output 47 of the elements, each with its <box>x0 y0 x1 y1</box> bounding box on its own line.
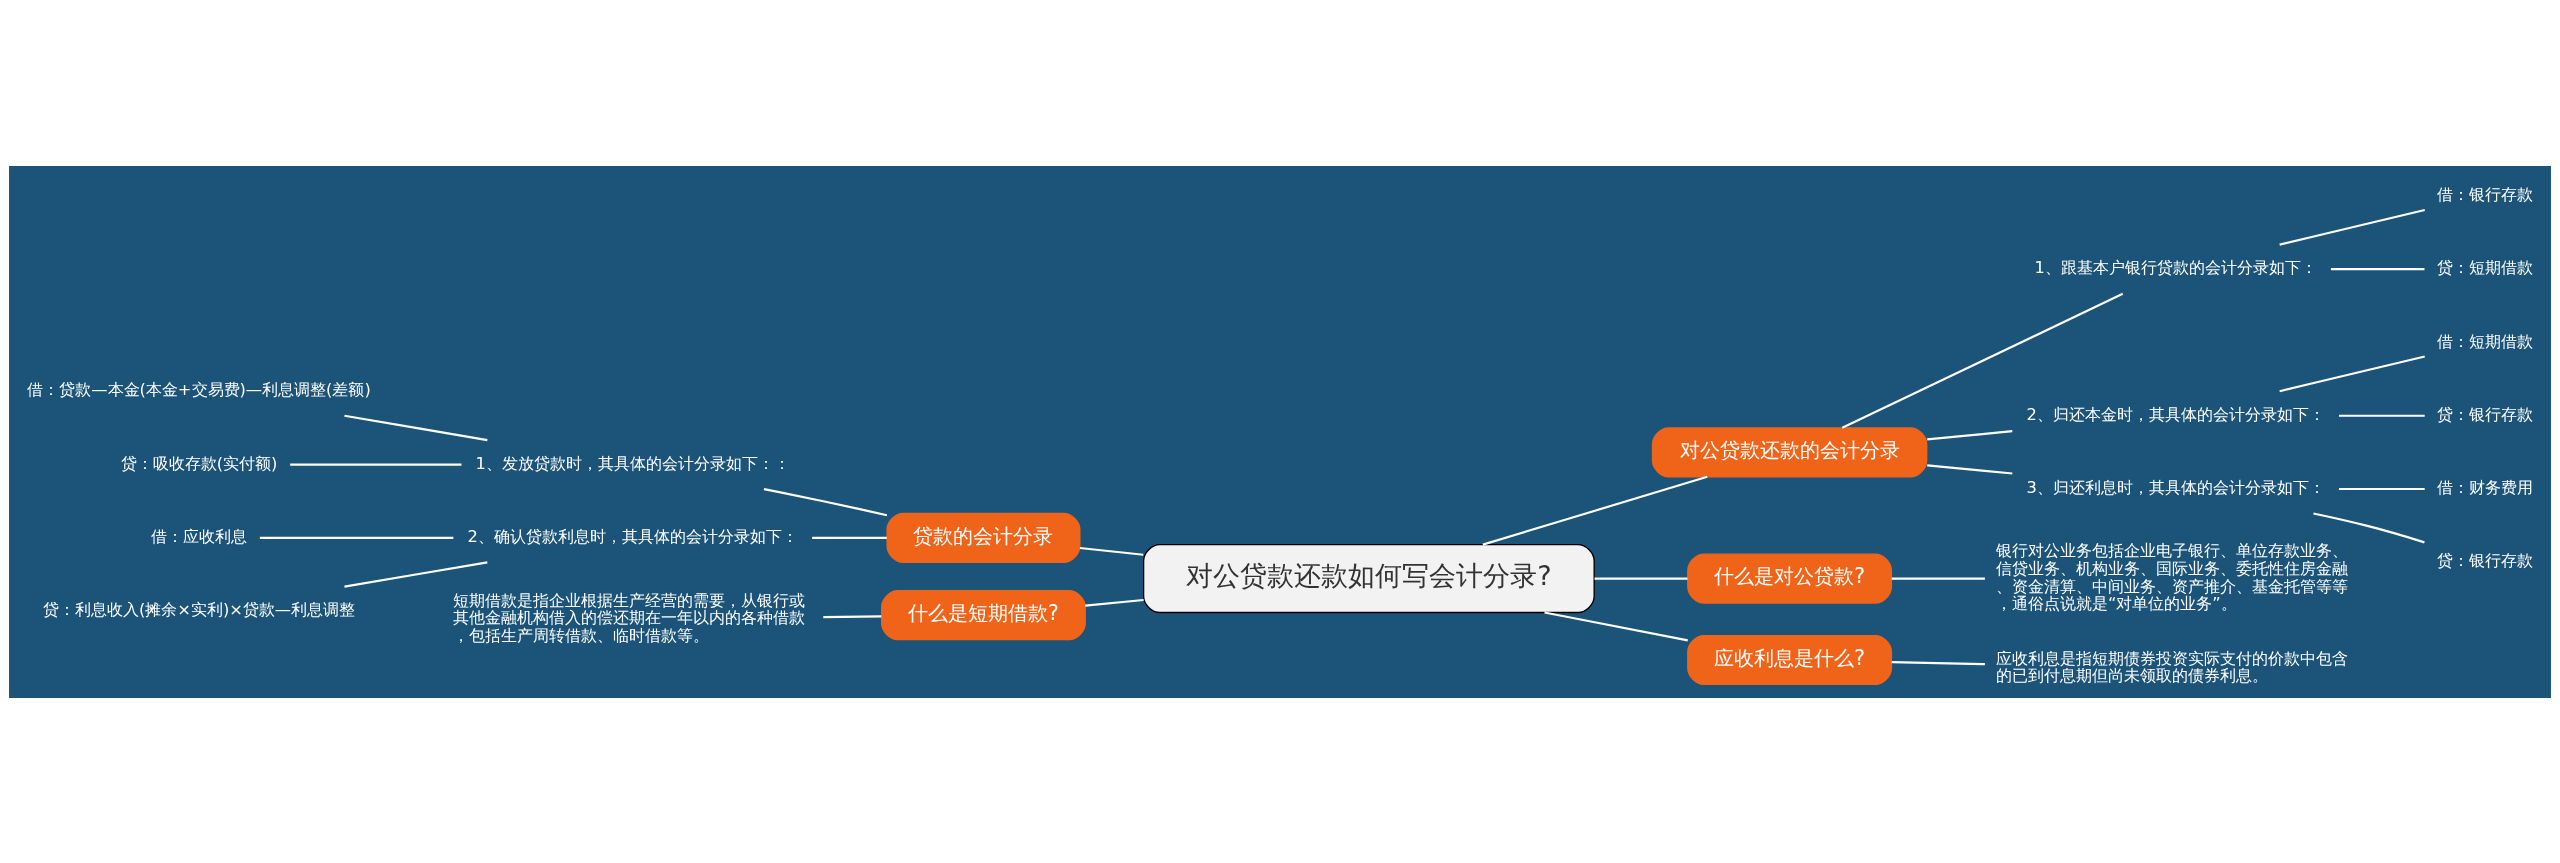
node-box: 对公贷款还款的会计分录 <box>1651 426 1928 477</box>
node-text: 1、发放贷款时，其具体的会计分录如下：： <box>475 453 790 473</box>
connector <box>2338 414 2425 417</box>
node-text: 贷：吸收存款(实付额) <box>120 453 278 473</box>
connector <box>2338 487 2425 490</box>
node-text: 借：短期借款 <box>2437 331 2534 351</box>
connector <box>1544 610 1688 641</box>
node-text: 短期借款是指企业根据生产经营的需要，从银行或其他金融机构借入的偿还期在一年以内的各种借款，包括生产周转借款、临时借款等。 <box>452 590 805 645</box>
connector <box>812 536 887 539</box>
connector <box>1927 429 2013 440</box>
connector <box>1594 577 1688 580</box>
connector <box>2279 208 2425 246</box>
connector <box>823 614 882 618</box>
node-box: 应收利息是什么? <box>1687 634 1893 685</box>
node-box: 什么是对公贷款? <box>1687 552 1893 604</box>
connector <box>344 414 488 441</box>
node-box: 什么是短期借款? <box>881 589 1086 640</box>
connector <box>1482 475 1708 546</box>
node-box: 贷款的会计分录 <box>886 512 1081 563</box>
connector <box>1927 463 2013 475</box>
connector <box>763 487 888 516</box>
node-text: 3、归还利息时，其具体的会计分录如下： <box>2026 477 2325 497</box>
connector <box>259 536 454 539</box>
connector <box>2279 355 2425 392</box>
node-text: 应收利息是指短期债券投资实际支付的价款中包含的已到付息期但尚未领取的债券利息。 <box>1995 648 2348 685</box>
connector <box>2313 511 2425 543</box>
node-text: 借：贷款—本金(本金+交易费)—利息调整(差额) <box>27 379 371 399</box>
connector <box>1891 660 1985 665</box>
connector <box>1085 598 1144 607</box>
node-text: 1、跟基本户银行贷款的会计分录如下： <box>2034 257 2317 277</box>
node-text: 银行对公业务包括企业电子银行、单位存款业务、信贷业务、机构业务、国际业务、委托性住房金融、资金清算、中间业务、资产推介、基金托管等等，通俗点说就是“对单位的业务”。 <box>1995 540 2348 613</box>
connector <box>1841 292 2124 429</box>
node-text: 借：银行存款 <box>2437 184 2534 204</box>
node-text: 2、确认贷款利息时，其具体的会计分录如下： <box>467 526 798 546</box>
connector <box>1079 546 1144 556</box>
node-text: 借：财务费用 <box>2437 477 2534 497</box>
node-text: 2、归还本金时，其具体的会计分录如下： <box>2026 404 2325 424</box>
node-text: 贷：利息收入(摊余×实利)×贷款—利息调整 <box>42 599 356 619</box>
node-text: 贷：短期借款 <box>2437 257 2534 277</box>
connector <box>344 560 488 588</box>
node-text: 贷：银行存款 <box>2437 404 2534 424</box>
connector <box>1891 577 1985 580</box>
node-box: 对公贷款还款如何写会计分录? <box>1142 543 1595 613</box>
node-text: 贷：银行存款 <box>2437 550 2534 570</box>
connector <box>2330 267 2425 270</box>
node-text: 借：应收利息 <box>151 526 248 546</box>
connector <box>290 463 462 466</box>
